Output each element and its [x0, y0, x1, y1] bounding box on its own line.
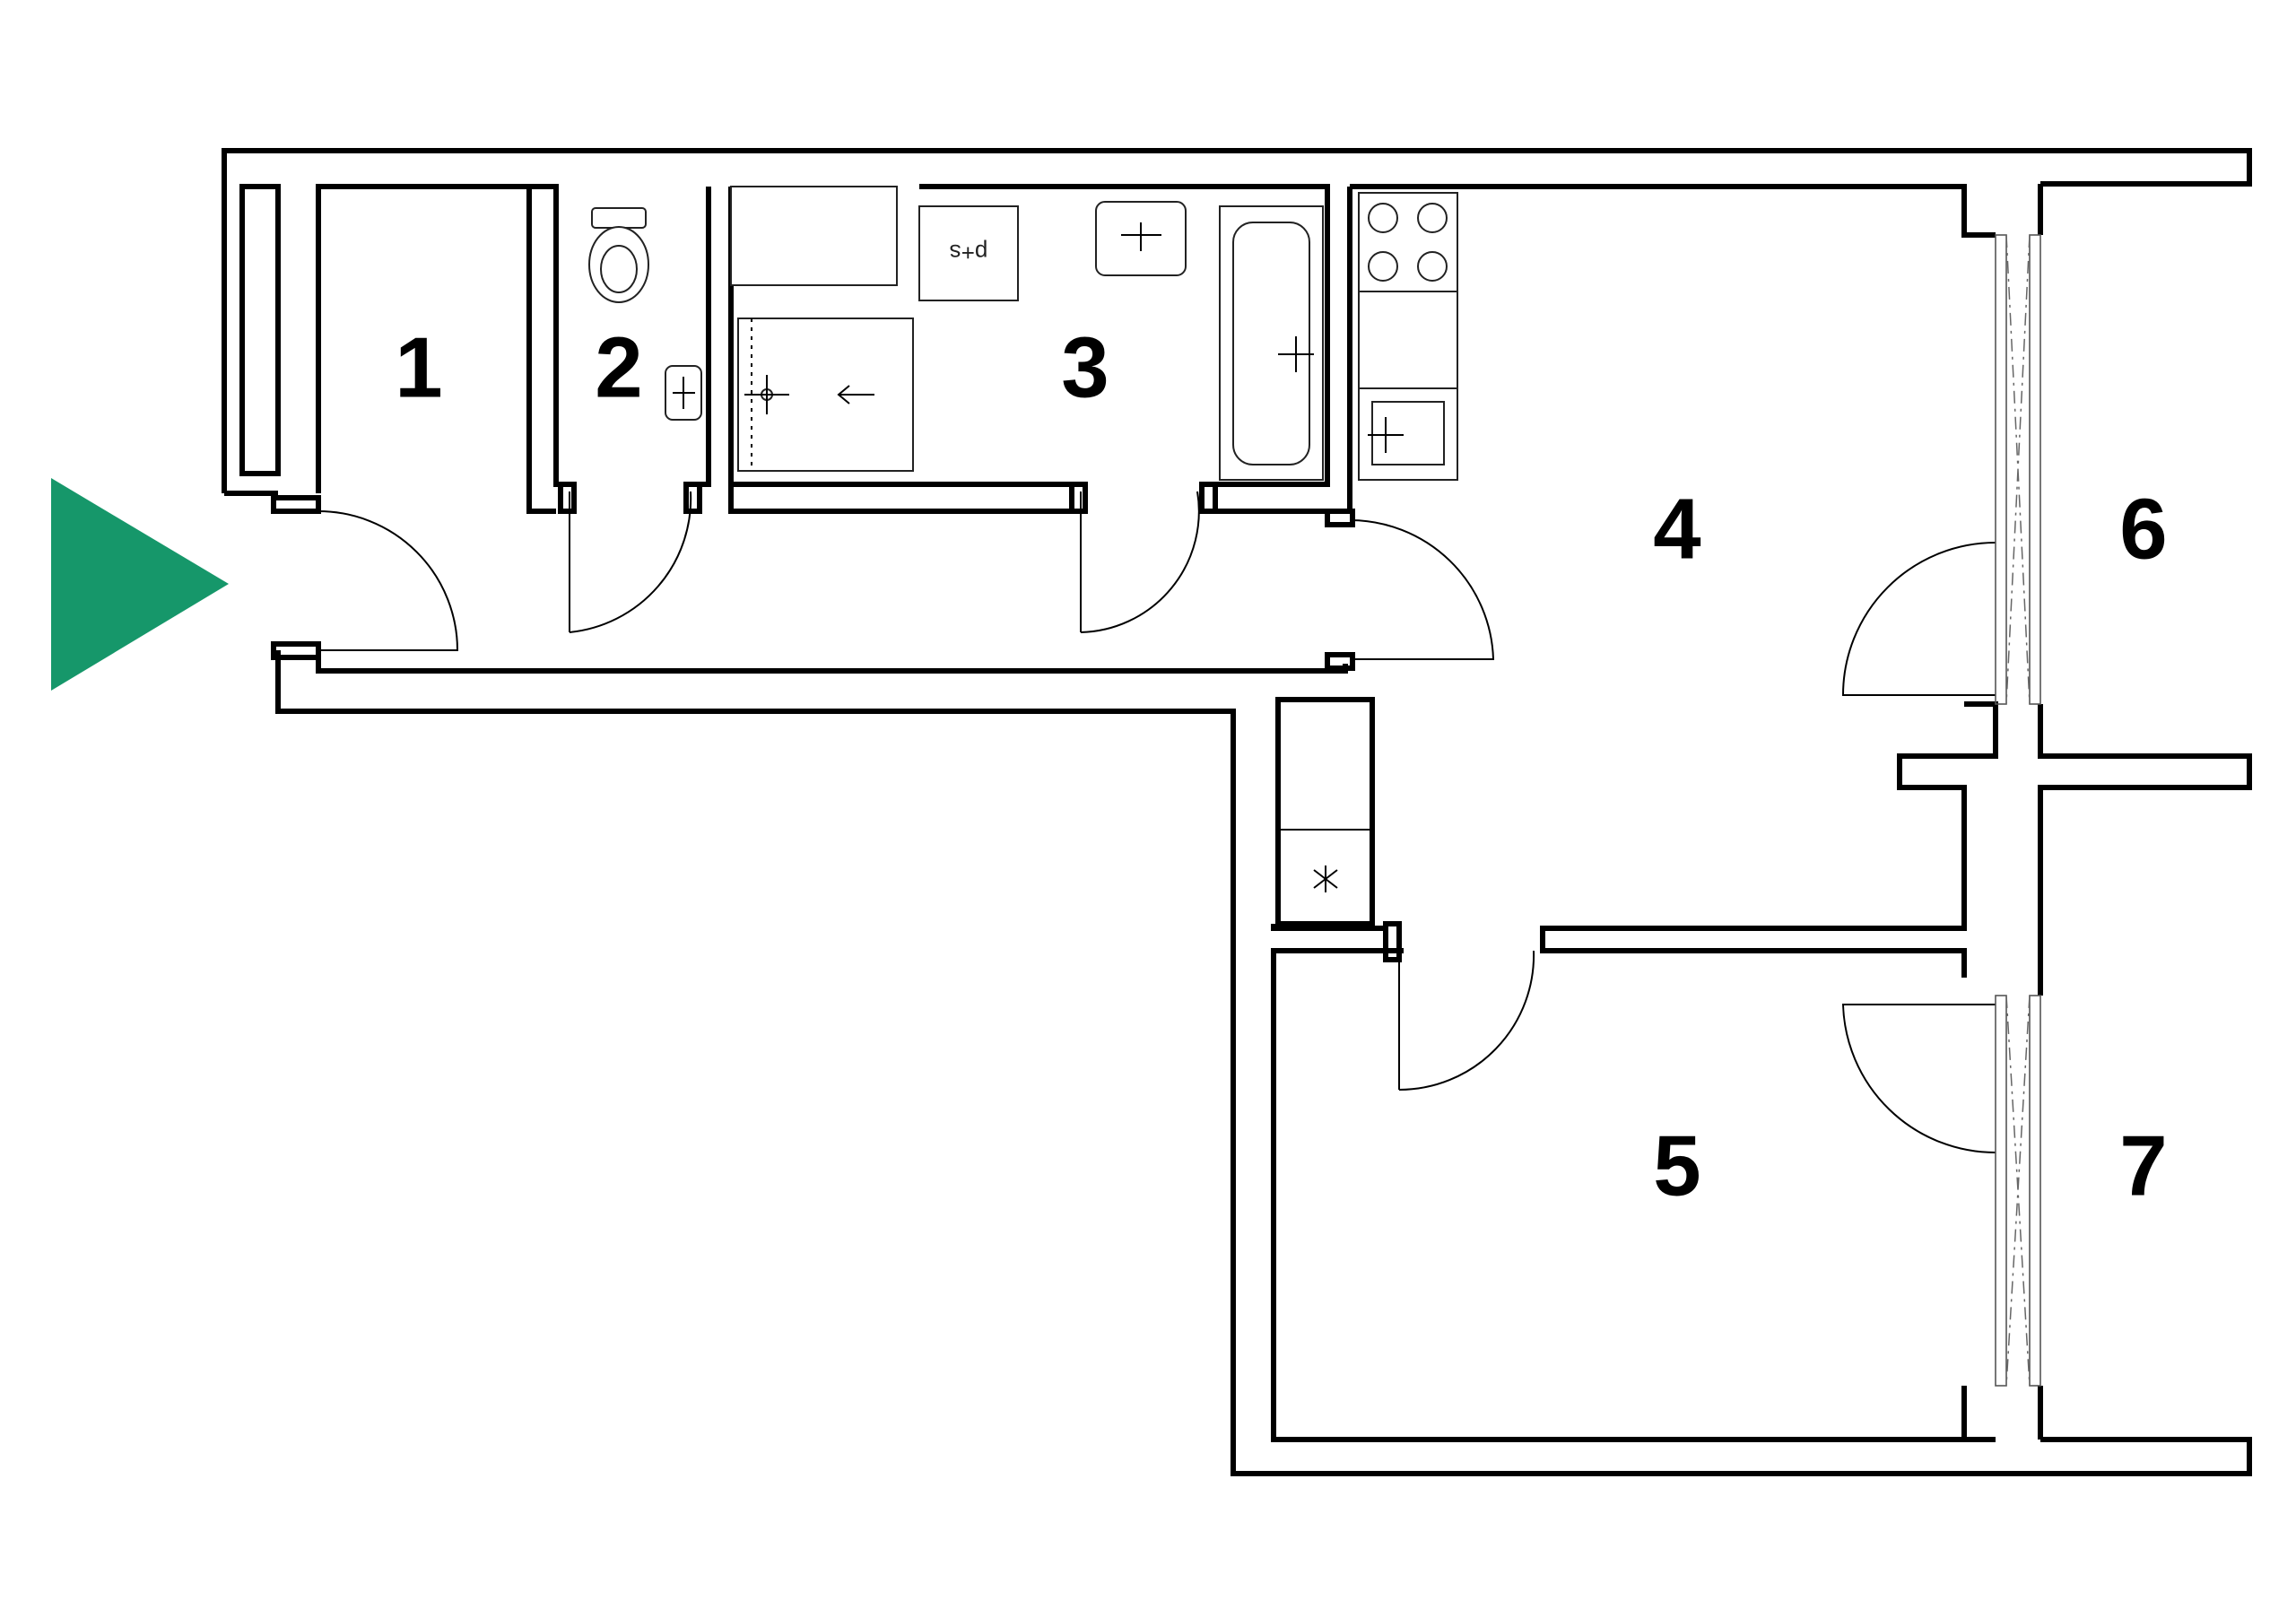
- room-label-6: 6: [2119, 482, 2167, 578]
- wc-sink-icon: [665, 365, 702, 421]
- windows: [1995, 234, 2041, 1387]
- bathroom-sink-icon: [1095, 201, 1187, 276]
- room-label-1: 1: [395, 320, 442, 416]
- room-label-3: 3: [1061, 320, 1109, 416]
- bathtub-icon: [1219, 205, 1324, 481]
- outer-walls: [222, 148, 2252, 1476]
- storage-cabinet: [730, 186, 898, 286]
- room-label-5: 5: [1653, 1118, 1700, 1214]
- shower-tray-icon: [737, 318, 914, 472]
- interior-walls: [271, 184, 1964, 962]
- room-label-4: 4: [1653, 482, 1700, 578]
- kitchen-counter: [1358, 291, 1458, 389]
- doors: [317, 491, 1996, 1153]
- room-labels: 1 2 3 4 5 6 7: [395, 320, 2167, 1214]
- washer-dryer-label: p+s: [950, 239, 988, 266]
- wardrobe: [1275, 697, 1375, 926]
- stove-icon: [1358, 192, 1458, 292]
- room-label-7: 7: [2119, 1118, 2167, 1214]
- room-label-2: 2: [595, 320, 642, 416]
- washer-dryer: p+s: [918, 205, 1019, 301]
- entrance-arrow-icon[interactable]: [51, 478, 229, 691]
- toilet-icon: [588, 207, 649, 303]
- kitchen-sink-icon: [1358, 387, 1458, 481]
